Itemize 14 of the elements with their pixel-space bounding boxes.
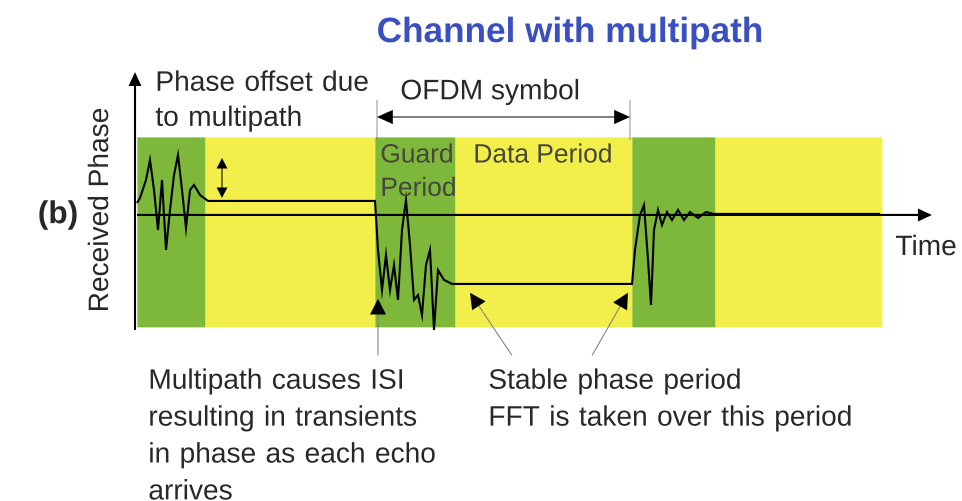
- dimension-label: OFDM symbol: [402, 78, 578, 106]
- panel-label: (b): [39, 200, 77, 230]
- guard-band: [632, 137, 716, 328]
- axis-label: Received Phase: [88, 108, 108, 310]
- band-label: Guard Period: [382, 143, 455, 196]
- data-band: [205, 137, 376, 328]
- data-band: [715, 137, 882, 328]
- band-label: Data Period: [476, 143, 611, 163]
- note-text: Stable phase period FFT is taken over this period: [490, 368, 851, 432]
- data-band: [455, 137, 632, 328]
- annotation-text: Phase offset due to multipath: [156, 70, 368, 132]
- title: Channel with multipath: [378, 16, 762, 50]
- guard-band: [137, 137, 206, 328]
- note-text: Multipath causes ISI resulting in transients in phase as each echo arrives: [150, 368, 435, 500]
